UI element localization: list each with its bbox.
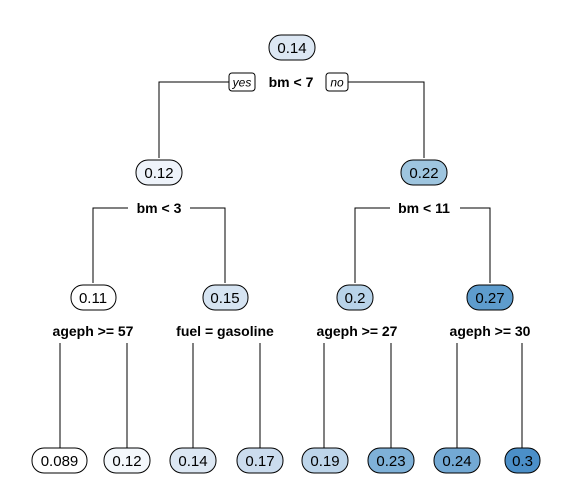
tree-leaf-lll: 0.089	[31, 447, 88, 474]
edge-r-left	[354, 207, 390, 283]
tree-node-r: 0.22	[400, 159, 448, 186]
leaf-value: 0.12	[112, 453, 141, 470]
edge-root-left	[158, 81, 229, 158]
split-labels: bm < 7 bm < 3 bm < 11 ageph >= 57 fuel =…	[53, 74, 531, 339]
edge-r-right	[460, 207, 491, 283]
tree-node-ll: 0.11	[70, 284, 117, 311]
split-label: bm < 11	[398, 200, 450, 216]
node-box	[466, 284, 514, 311]
leaf-box	[169, 447, 217, 474]
leaf-value: 0.23	[376, 453, 405, 470]
edge-l-right	[190, 207, 226, 283]
node-box	[400, 159, 448, 186]
leaf-box	[31, 447, 88, 474]
node-value: 0.11	[79, 290, 107, 307]
tree-leaf-rrl: 0.24	[433, 447, 481, 474]
tree-node-root: 0.14	[268, 34, 316, 61]
node-box	[336, 284, 374, 311]
split-label: ageph >= 27	[317, 323, 398, 339]
node-box	[135, 159, 183, 186]
tree-node-l: 0.12	[135, 159, 183, 186]
split-label: ageph >= 57	[53, 323, 134, 339]
leaf-value: 0.14	[178, 453, 207, 470]
leaf-box	[433, 447, 481, 474]
split-label: ageph >= 30	[450, 323, 531, 339]
node-box	[70, 284, 117, 311]
tree-leaf-llr: 0.12	[103, 447, 151, 474]
split-label: fuel = gasoline	[176, 323, 274, 339]
edge-root-right	[348, 81, 425, 158]
edge-l-left	[92, 207, 128, 283]
node-value: 0.14	[277, 40, 306, 57]
node-box	[202, 284, 249, 311]
branch-labels: yes no	[228, 72, 349, 92]
leaf-box	[103, 447, 151, 474]
no-label: no	[330, 76, 344, 90]
no-label-box	[325, 72, 349, 92]
leaf-box	[236, 447, 284, 474]
tree-edges	[59, 81, 523, 448]
leaf-box	[301, 447, 349, 474]
tree-leaf-lrl: 0.14	[169, 447, 217, 474]
leaf-value: 0.17	[245, 453, 274, 470]
yes-label: yes	[232, 76, 252, 90]
leaf-box	[367, 447, 415, 474]
leaf-value: 0.24	[442, 453, 471, 470]
tree-node-lr: 0.15	[202, 284, 249, 311]
tree-leaf-lrr: 0.17	[236, 447, 284, 474]
split-label: bm < 7	[269, 74, 314, 90]
tree-leaf-rlr: 0.23	[367, 447, 415, 474]
leaf-box	[504, 447, 541, 474]
node-value: 0.15	[210, 290, 239, 307]
node-value: 0.27	[475, 290, 504, 307]
yes-label-box	[228, 72, 256, 92]
node-value: 0.12	[144, 165, 173, 182]
tree-node-rr: 0.27	[466, 284, 514, 311]
split-label: bm < 3	[137, 200, 182, 216]
leaf-value: 0.089	[41, 453, 79, 470]
node-value: 0.2	[345, 290, 366, 307]
tree-leaf-rrr: 0.3	[504, 447, 541, 474]
tree-node-rl: 0.2	[336, 284, 374, 311]
leaf-value: 0.3	[512, 453, 533, 470]
tree-nodes: 0.14 0.12 0.22 0.11 0.15 0.2 0.27	[31, 34, 541, 474]
node-value: 0.22	[409, 165, 438, 182]
leaf-value: 0.19	[310, 453, 339, 470]
tree-leaf-rll: 0.19	[301, 447, 349, 474]
node-box	[268, 34, 316, 61]
